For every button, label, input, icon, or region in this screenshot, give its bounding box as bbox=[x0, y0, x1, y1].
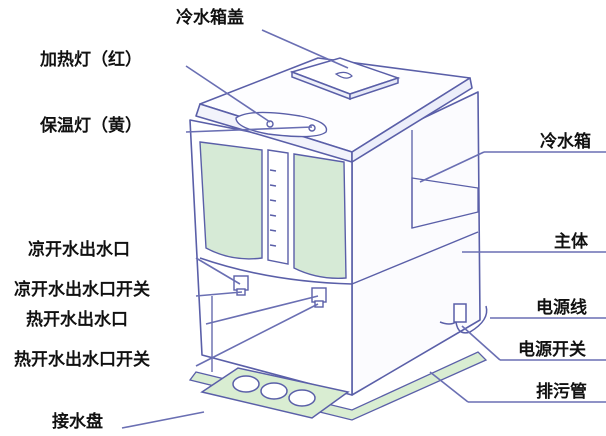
warm-light-icon bbox=[308, 124, 316, 132]
heating-light-icon bbox=[266, 120, 274, 128]
label-cold-outlet: 凉开水出水口 bbox=[28, 240, 130, 260]
label-power-cord: 电源线 bbox=[536, 298, 587, 318]
label-heating-light: 加热灯（红） bbox=[40, 50, 142, 70]
callout-lines bbox=[121, 29, 606, 429]
front-ledge bbox=[199, 257, 353, 285]
label-hot-outlet-switch: 热开水出水口开关 bbox=[14, 350, 150, 370]
label-cold-tank: 冷水箱 bbox=[540, 132, 591, 152]
label-drip-tray: 接水盘 bbox=[52, 412, 103, 432]
label-hot-outlet: 热开水出水口 bbox=[26, 310, 128, 330]
label-drain-pipe: 排污管 bbox=[536, 382, 587, 402]
water-windows bbox=[199, 141, 347, 279]
label-power-switch: 电源开关 bbox=[518, 340, 586, 360]
hot-outlet-drawing bbox=[311, 287, 327, 308]
label-cold-outlet-switch: 凉开水出水口开关 bbox=[14, 280, 150, 300]
label-cold-tank-lid: 冷水箱盖 bbox=[176, 8, 244, 28]
cold-tank-lid-drawing bbox=[289, 57, 401, 101]
label-warm-light: 保温灯（黄） bbox=[40, 116, 142, 136]
power-cord-drawing bbox=[439, 303, 488, 334]
label-main-body: 主体 bbox=[554, 232, 588, 252]
drip-tray-drawing bbox=[200, 367, 350, 419]
